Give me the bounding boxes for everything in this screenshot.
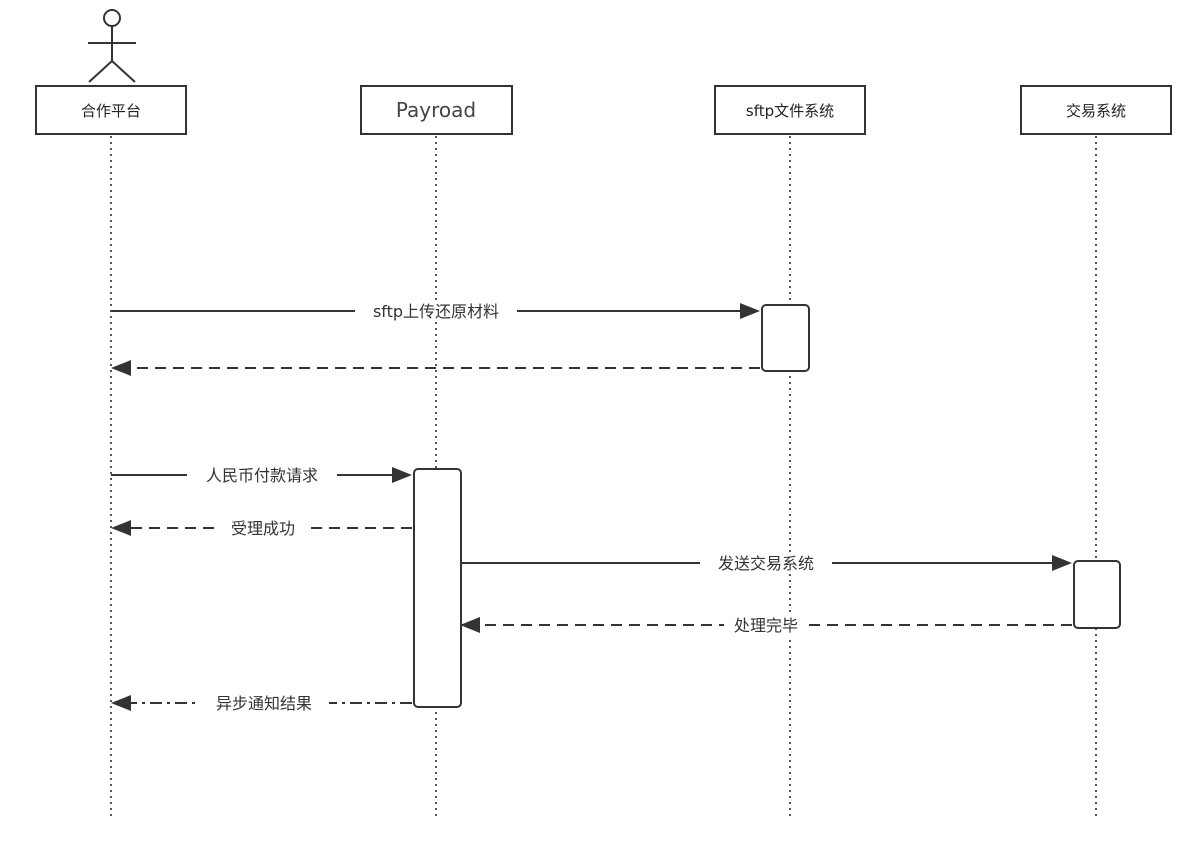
arrowhead-left <box>111 360 131 376</box>
arrowhead-left <box>111 520 131 536</box>
arrowhead-left <box>460 617 480 633</box>
participant-trade-label: 交易系统 <box>1066 102 1126 120</box>
activation-sftp <box>761 304 810 372</box>
message-sftp-return <box>111 360 760 376</box>
message-accepted: 受理成功 <box>111 517 412 539</box>
participant-partner: 合作平台 <box>35 85 187 135</box>
participant-sftp: sftp文件系统 <box>714 85 866 135</box>
message-send-to-trade: 发送交易系统 <box>460 552 1072 574</box>
participant-partner-label: 合作平台 <box>81 102 141 120</box>
participant-trade: 交易系统 <box>1020 85 1172 135</box>
arrowhead-right <box>392 467 412 483</box>
participant-sftp-label: sftp文件系统 <box>746 102 834 120</box>
message-rmb-payment-request: 人民币付款请求 <box>111 464 412 486</box>
message-label: sftp上传还原材料 <box>373 302 499 321</box>
message-label: 受理成功 <box>231 519 295 538</box>
message-label: 发送交易系统 <box>718 554 814 573</box>
actor-icon <box>88 9 136 83</box>
activation-trade <box>1073 560 1121 629</box>
arrowhead-right <box>1052 555 1072 571</box>
message-async-notify: 异步通知结果 <box>111 692 412 714</box>
message-sftp-upload: sftp上传还原材料 <box>111 300 760 322</box>
participant-payroad-label: Payroad <box>396 98 476 122</box>
arrowhead-right <box>740 303 760 319</box>
participant-payroad: Payroad <box>360 85 513 135</box>
message-label: 人民币付款请求 <box>206 466 318 485</box>
message-label: 异步通知结果 <box>216 694 312 713</box>
message-label: 处理完毕 <box>734 616 798 635</box>
activation-payroad <box>413 468 462 708</box>
message-processing-done: 处理完毕 <box>460 614 1072 636</box>
arrowhead-left <box>111 695 131 711</box>
